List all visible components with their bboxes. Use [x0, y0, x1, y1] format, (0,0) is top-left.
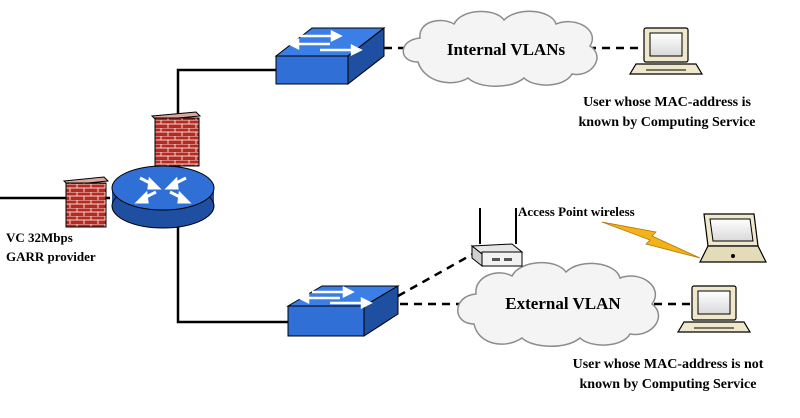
wireless-access-point-icon	[470, 208, 524, 268]
router-to-bottom-switch-line	[176, 220, 288, 324]
firewall-icon	[62, 176, 110, 228]
router-icon	[111, 165, 215, 229]
bottom-switch-to-ap-dashed	[397, 248, 481, 298]
lightning-bolt-icon	[601, 221, 701, 259]
uplink-label-line2: GARR provider	[6, 249, 96, 264]
unknown-user-label-line2: known by Computing Service	[580, 377, 757, 392]
desktop-computer-icon	[628, 27, 704, 75]
laptop-computer-icon	[699, 213, 767, 263]
internal-vlans-label: Internal VLANs	[447, 40, 566, 59]
desktop-computer-icon	[676, 285, 752, 333]
access-point-label: Access Point wireless	[518, 204, 635, 219]
uplink-label-line1: VC 32Mbps	[6, 230, 73, 245]
firewall-icon	[150, 111, 202, 167]
known-user-label-line2: known by Computing Service	[579, 115, 756, 130]
switch-icon	[274, 26, 386, 86]
external-vlan-label: External VLAN	[505, 294, 621, 313]
cloud-icon: Internal VLANs	[402, 10, 598, 87]
cloud-icon: External VLAN	[457, 261, 660, 347]
unknown-user-label-line1: User whose MAC-address is not	[573, 357, 764, 372]
known-user-label-line1: User whose MAC-address is	[583, 95, 751, 110]
switch-icon	[286, 285, 400, 337]
